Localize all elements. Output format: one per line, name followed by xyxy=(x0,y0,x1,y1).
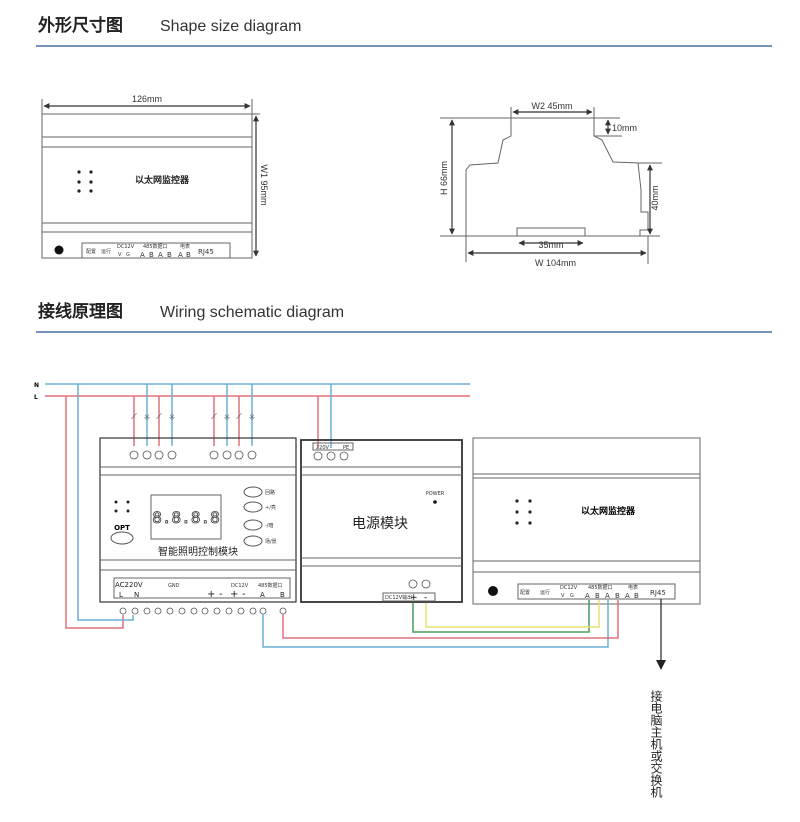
term-b2: B xyxy=(167,251,172,259)
bus-wiring xyxy=(262,600,619,648)
scene-label: 场/景 xyxy=(265,538,277,545)
term-v: V xyxy=(118,252,122,258)
term-g: G xyxy=(126,252,130,258)
power-led-icon xyxy=(433,500,437,504)
arrow-down-icon xyxy=(656,660,666,670)
opt-button[interactable] xyxy=(110,531,134,545)
term-meter: 电表 xyxy=(628,584,638,591)
ethernet-module-name: 以太网监控器 xyxy=(581,505,636,517)
line-n-label: N xyxy=(34,382,39,389)
loop-label: 回路 xyxy=(265,489,275,496)
front-device-name: 以太网监控器 xyxy=(135,174,190,186)
term-a3: A xyxy=(625,592,630,600)
line-l-label: L xyxy=(34,394,38,401)
term-a1: A xyxy=(140,251,145,259)
term-b3: B xyxy=(634,592,639,600)
section1-title-en: Shape size diagram xyxy=(160,18,301,35)
term-plus1: + xyxy=(207,589,215,600)
loop-button[interactable] xyxy=(243,486,263,498)
power-module-name: 电源模块 xyxy=(352,516,408,532)
brighter-button[interactable] xyxy=(243,501,263,513)
control-buttons: 回路 +/亮 -/暗 场/景 xyxy=(243,486,277,547)
opt-label: OPT xyxy=(114,524,130,532)
input-220v-label: 220V xyxy=(316,445,330,451)
switch-lamp-icons: ⟋ ☼ ⟋ ☼ ⟋ ☼ ⟋ ☼ xyxy=(131,412,255,422)
dimmer-button[interactable] xyxy=(243,519,263,531)
term-rj45: RJ45 xyxy=(198,248,214,256)
lamp-icon: ☼ xyxy=(168,413,175,422)
term-a1: A xyxy=(585,592,590,600)
term-run: 运行 xyxy=(101,248,111,255)
lamp-icon: ☼ xyxy=(143,413,150,422)
term-g: G xyxy=(570,593,574,599)
term-485: 485数据口 xyxy=(258,582,283,589)
term-v: V xyxy=(561,593,565,599)
lighting-control-module: OPT 8.8.8.8 回路 +/亮 -/暗 场/景 智能照明控制模块 AC22… xyxy=(99,437,297,615)
term-b3: B xyxy=(186,251,191,259)
term-n: N xyxy=(134,591,139,599)
term-minus2: - xyxy=(242,589,246,600)
section2-title-cn: 接线原理图 xyxy=(38,301,123,322)
dimmer-label: -/暗 xyxy=(265,522,274,529)
section2-title-en: Wiring schematic diagram xyxy=(160,304,344,321)
term-b1: B xyxy=(595,592,600,600)
term-b2: B xyxy=(615,592,620,600)
w-label: W 104mm xyxy=(535,258,576,268)
term-dc12v: DC12V xyxy=(231,583,249,589)
lighting-module-name: 智能照明控制模块 xyxy=(158,545,238,558)
brighter-label: +/亮 xyxy=(265,504,276,511)
switch-icon: ⟋ xyxy=(236,412,242,421)
dc-output-label: DC12V输出 xyxy=(385,594,412,601)
term-minus1: - xyxy=(219,589,223,600)
top-step-label: 10mm xyxy=(612,123,637,133)
term-config: 配置 xyxy=(520,590,530,596)
term-meter: 电表 xyxy=(180,243,190,250)
rail-label: 35mm xyxy=(538,240,563,250)
term-rj45: RJ45 xyxy=(650,589,666,597)
term-gnd: GND xyxy=(168,583,180,589)
switch-icon: ⟋ xyxy=(131,412,137,421)
side-view-drawing: W2 45mm 10mm H 66mm 40mm 35mm W 104mm xyxy=(439,101,662,268)
w2-label: W2 45mm xyxy=(531,101,572,111)
lamp-icon: ☼ xyxy=(248,413,255,422)
term-a2: A xyxy=(158,251,163,259)
input-pe-label: PE xyxy=(343,445,349,451)
plus-terminal: + xyxy=(410,593,418,603)
ethernet-monitor-module: 以太网监控器 配置 运行 DC12V V G 485数据口 A B A B 电表… xyxy=(472,437,701,605)
term-485: 485数据口 xyxy=(143,243,168,250)
front-width-label: 126mm xyxy=(132,94,162,104)
front-height-label: W1 95mm xyxy=(259,164,269,205)
section1-title-cn: 外形尺寸图 xyxy=(38,15,123,36)
term-a: A xyxy=(260,591,265,599)
term-a3: A xyxy=(178,251,183,259)
term-a2: A xyxy=(605,592,610,600)
term-run: 运行 xyxy=(540,589,550,596)
front-view-drawing: 126mm 以太网监控器 配置 运行 DC12V V G 485数据口 A B … xyxy=(41,94,269,259)
term-l: L xyxy=(119,591,123,599)
switch-icon: ⟋ xyxy=(156,412,162,421)
segment-display: 8.8.8.8 xyxy=(152,508,219,527)
term-b: B xyxy=(280,591,285,599)
term-485: 485数据口 xyxy=(588,584,613,591)
term-b1: B xyxy=(149,251,154,259)
term-config: 配置 xyxy=(86,249,96,255)
switch-icon: ⟋ xyxy=(211,412,217,421)
lamp-icon: ☼ xyxy=(223,413,230,422)
right-height-label: 40mm xyxy=(650,185,660,210)
load-wiring: ⟋ ☼ ⟋ ☼ ⟋ ☼ ⟋ ☼ xyxy=(65,384,332,629)
term-dc12v: DC12V xyxy=(117,244,135,250)
rj45-note: 接电脑主机或交换机 xyxy=(649,689,663,798)
term-plus2: + xyxy=(230,589,238,600)
term-dc12v: DC12V xyxy=(560,585,578,591)
power-label: POWER xyxy=(426,491,445,497)
term-ac220v: AC220V xyxy=(115,581,143,589)
minus-terminal: - xyxy=(424,593,427,603)
h-label: H 66mm xyxy=(439,161,449,195)
scene-button[interactable] xyxy=(243,535,263,547)
power-module: 220V PE POWER 电源模块 DC12V输出 + - xyxy=(300,439,463,603)
